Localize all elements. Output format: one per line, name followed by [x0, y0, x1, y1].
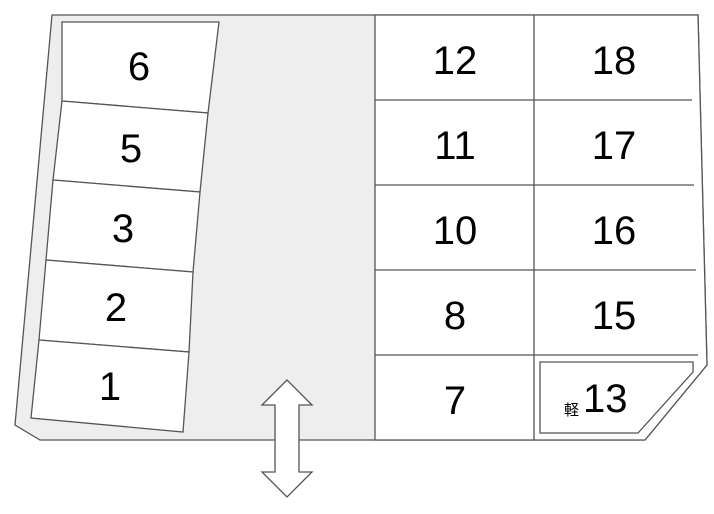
right-block [374, 14, 708, 441]
space-label-10: 10 [433, 209, 478, 253]
space-label-6: 6 [128, 45, 150, 89]
space-label-13: 13 [583, 377, 628, 421]
space-label-2: 2 [105, 286, 127, 330]
space-label-7: 7 [444, 379, 466, 423]
space-label-3: 3 [112, 207, 134, 251]
left-row: 6 5 3 2 1 [30, 21, 220, 433]
space-label-5: 5 [120, 127, 142, 171]
right-grid [375, 15, 698, 440]
space-label-11: 11 [434, 124, 476, 168]
space-label-12: 12 [433, 39, 478, 83]
space-label-18: 18 [592, 39, 637, 83]
right-column-b: 18 17 16 15 [592, 39, 637, 338]
parking-space-1 [30, 339, 190, 433]
kei-car-mark: 軽 [564, 401, 579, 419]
space-label-17: 17 [592, 124, 637, 168]
space-label-16: 16 [592, 209, 637, 253]
parking-space-13 [539, 361, 694, 434]
space-label-8: 8 [444, 294, 466, 338]
space-label-15: 15 [592, 294, 637, 338]
space-label-1: 1 [99, 365, 121, 409]
right-column-a: 12 11 10 8 7 [433, 39, 478, 423]
double-arrow-icon [260, 379, 314, 498]
